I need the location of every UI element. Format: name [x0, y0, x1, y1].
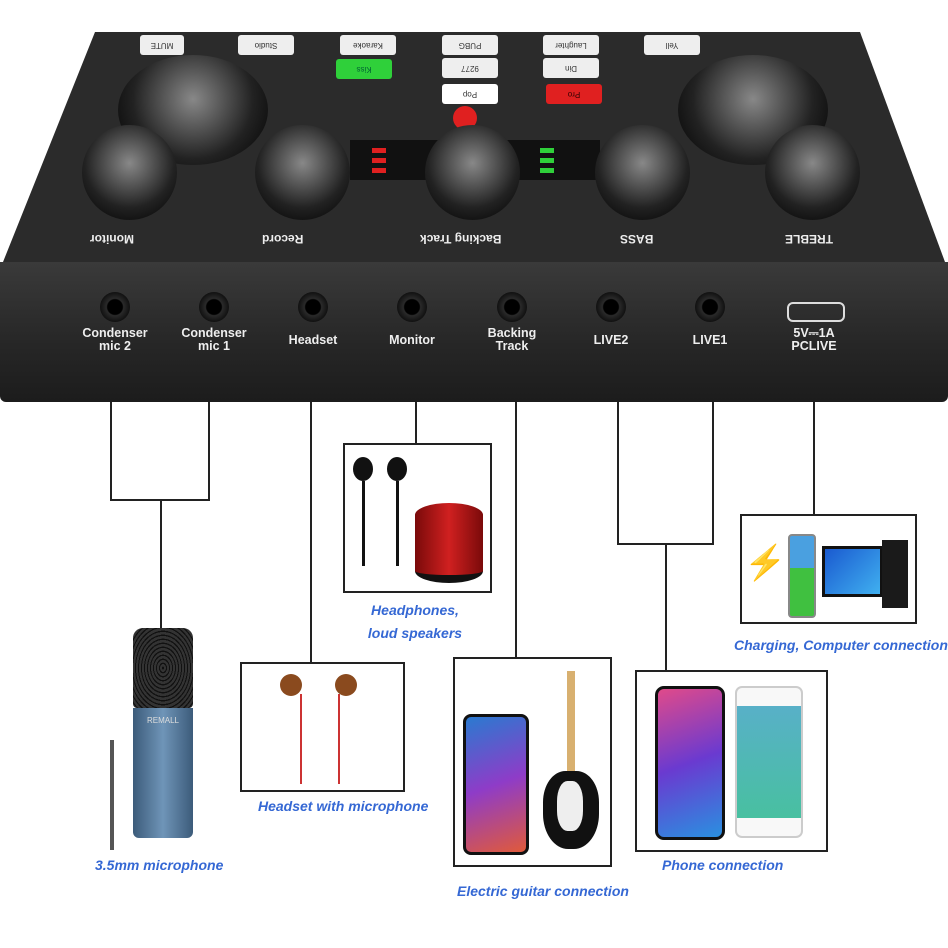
caption-microphone: 3.5mm microphone: [95, 857, 224, 873]
caption-phone: Phone connection: [662, 857, 784, 873]
lightning-icon: ⚡: [744, 544, 787, 582]
bass-knob[interactable]: [595, 125, 690, 220]
port-label: 5V⎓1A PCLIVE: [791, 326, 837, 353]
backing-track-knob[interactable]: [425, 125, 520, 220]
sound-card-front-panel: Condenser mic 2 Condenser mic 1 Headset …: [0, 262, 948, 402]
charging-computer-box: ⚡: [740, 514, 917, 624]
monitor-knob[interactable]: [82, 125, 177, 220]
speaker-icon: [415, 503, 483, 583]
effect-button[interactable]: PUBG: [442, 35, 498, 55]
knob-label: Monitor: [90, 232, 134, 246]
effect-button[interactable]: Laughter: [543, 35, 599, 55]
caption-charging: Charging, Computer connection: [734, 637, 948, 653]
effect-button-pro[interactable]: Pro: [546, 84, 602, 104]
electric-guitar-icon: [543, 671, 599, 851]
jack-live1[interactable]: [695, 292, 725, 322]
knob-label: TREBLE: [785, 232, 833, 246]
jack-condenser-mic-2[interactable]: [100, 292, 130, 322]
port-label: Condenser mic 1: [181, 326, 247, 353]
treble-knob[interactable]: [765, 125, 860, 220]
caption-headphones: Headphones, loud speakers: [367, 602, 463, 641]
jack-condenser-mic-1[interactable]: [199, 292, 229, 322]
caption-guitar: Electric guitar connection: [457, 883, 629, 899]
smartphone-icon: [463, 714, 529, 855]
effect-button-kiss[interactable]: Kiss: [336, 59, 392, 79]
earbuds-icon: [353, 457, 413, 567]
micro-usb-port[interactable]: [787, 302, 845, 322]
port-label: Monitor: [389, 333, 435, 347]
knob-label: BASS: [620, 232, 654, 246]
effect-button[interactable]: MUTE: [140, 35, 184, 55]
jack-headset[interactable]: [298, 292, 328, 322]
port-label: Headset: [288, 333, 338, 347]
effect-button[interactable]: Karaoke: [340, 35, 396, 55]
computer-tower-icon: [882, 540, 908, 608]
audio-cable-icon: [110, 740, 114, 850]
microphone-brand: REMALL: [133, 708, 193, 838]
effect-button[interactable]: 9277: [442, 58, 498, 78]
condenser-microphone-image: REMALL: [133, 628, 193, 853]
jack-live2[interactable]: [596, 292, 626, 322]
knob-label: Backing Track: [420, 232, 502, 246]
effect-button[interactable]: Din: [543, 58, 599, 78]
headphones-speakers-box: [343, 443, 492, 593]
effect-button[interactable]: Pop: [442, 84, 498, 104]
jack-backing-track[interactable]: [497, 292, 527, 322]
smartphone-icon: [735, 686, 803, 838]
knob-label: Record: [262, 232, 304, 246]
effect-button[interactable]: Yell: [644, 35, 700, 55]
caption-headset: Headset with microphone: [258, 798, 429, 814]
jack-monitor[interactable]: [397, 292, 427, 322]
smartphone-icon: [655, 686, 725, 840]
earphones-icon: [280, 674, 360, 784]
headset-box: [240, 662, 405, 792]
port-label: Condenser mic 2: [82, 326, 148, 353]
battery-icon: [788, 534, 816, 618]
port-label: Backing Track: [487, 326, 537, 353]
computer-icon: [822, 546, 883, 597]
effect-button[interactable]: Studio: [238, 35, 294, 55]
phone-box: [635, 670, 828, 852]
guitar-box: [453, 657, 612, 867]
port-label: LIVE2: [593, 333, 629, 347]
record-knob[interactable]: [255, 125, 350, 220]
port-label: LIVE1: [692, 333, 728, 347]
